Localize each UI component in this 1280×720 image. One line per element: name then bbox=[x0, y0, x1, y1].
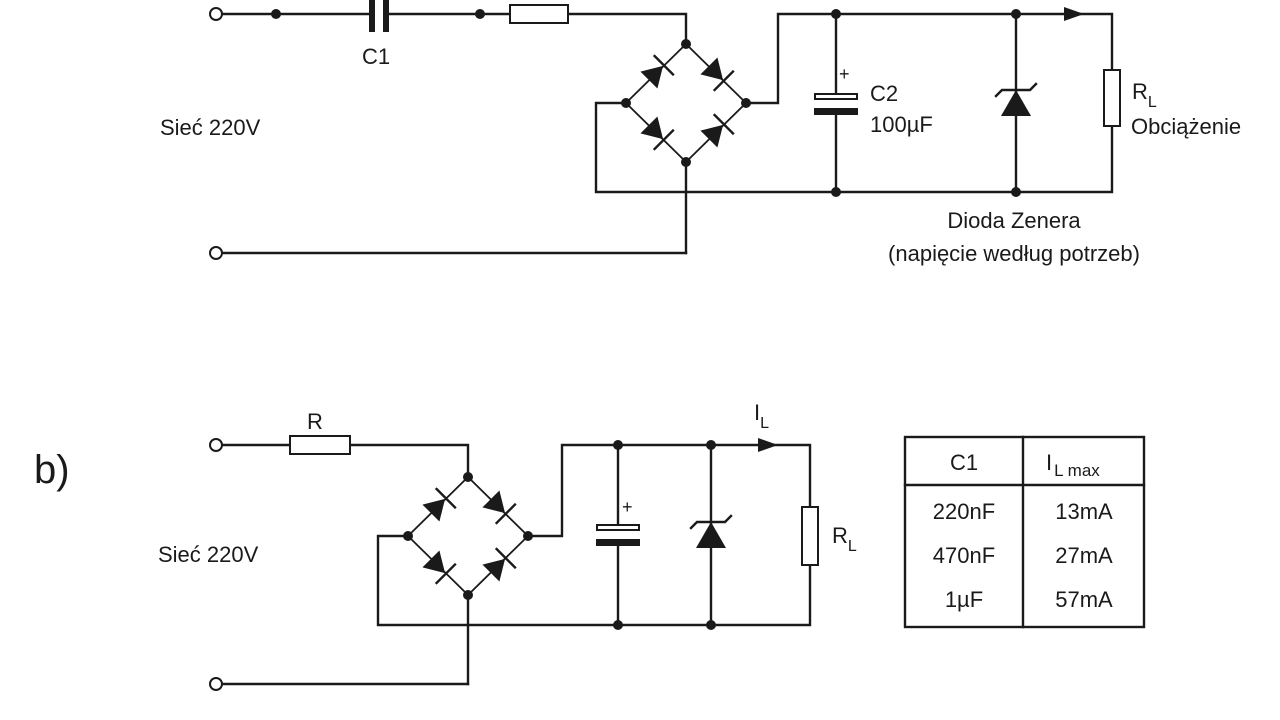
circuit-a-c2-plus: + bbox=[839, 64, 850, 84]
circuit-a-c1-capacitor bbox=[369, 0, 389, 32]
circuit-a-zener-note: (napięcie według potrzeb) bbox=[888, 241, 1140, 266]
circuit-b-resistor bbox=[289, 435, 351, 455]
circuit-a-diode-d2 bbox=[700, 57, 735, 92]
circuit-b-load-resistor bbox=[801, 506, 819, 566]
circuit-a-c2-label: C2 bbox=[870, 81, 898, 106]
table-cell-current: 27mA bbox=[1055, 543, 1113, 568]
table-cell-capacitance: 1µF bbox=[945, 587, 983, 612]
table-cell-current: 57mA bbox=[1055, 587, 1113, 612]
circuit-a-diode-d1 bbox=[640, 54, 675, 89]
circuit-a-bridge-rectifier bbox=[625, 43, 747, 163]
circuit-a-resistor bbox=[509, 4, 569, 24]
circuit-a-diode-d3 bbox=[640, 116, 675, 151]
circuit-b-cap-plus: + bbox=[622, 497, 633, 517]
circuit-b-r-label: R bbox=[307, 409, 323, 434]
circuit-b-current-arrow bbox=[758, 438, 778, 452]
circuit-b-mains-label: Sieć 220V bbox=[158, 542, 259, 567]
circuit-b-bridge-rectifier bbox=[407, 476, 529, 596]
circuit-b-zener-diode bbox=[689, 514, 733, 548]
circuit-a-load-resistor bbox=[1103, 69, 1121, 127]
table-row: 220nF 13mA bbox=[933, 499, 1113, 524]
circuit-a-junctions bbox=[271, 9, 1021, 197]
circuit-a-diode-d4 bbox=[700, 113, 735, 148]
circuit-b-mains-terminal-top bbox=[209, 438, 223, 452]
circuit-b-label: b) bbox=[34, 448, 70, 492]
circuit-b-diode-d1 bbox=[422, 487, 457, 522]
table-header-c1: C1 bbox=[950, 450, 978, 475]
circuit-b-diode-d3 bbox=[422, 550, 457, 585]
circuit-a-mains-terminal-top bbox=[209, 7, 223, 21]
table-row: 470nF 27mA bbox=[933, 543, 1113, 568]
circuit-b-il-label: IL bbox=[754, 400, 769, 432]
circuit-b-rl-label: RL bbox=[832, 523, 857, 555]
circuit-b-diode-d4 bbox=[482, 547, 517, 582]
circuit-a-c2-capacitor bbox=[814, 93, 858, 115]
circuit-a-mains-label: Sieć 220V bbox=[160, 115, 261, 140]
circuit-b-capacitor bbox=[596, 524, 640, 546]
circuit-a-load-label: Obciążenie bbox=[1131, 114, 1241, 139]
circuit-a-current-arrow bbox=[1064, 7, 1084, 21]
table-cell-capacitance: 220nF bbox=[933, 499, 995, 524]
circuit-a: C1 Sieć 220V + bbox=[160, 0, 1241, 266]
circuit-b: b) R bbox=[34, 400, 857, 691]
circuit-a-zener-label: Dioda Zenera bbox=[947, 208, 1081, 233]
circuit-a-rl-label: RL bbox=[1132, 79, 1157, 111]
circuit-b-diode-d2 bbox=[482, 490, 517, 525]
table-cell-current: 13mA bbox=[1055, 499, 1113, 524]
circuit-b-wires bbox=[220, 443, 812, 686]
table-cell-capacitance: 470nF bbox=[933, 543, 995, 568]
circuit-a-zener-diode bbox=[994, 82, 1038, 116]
circuit-a-c1-label: C1 bbox=[362, 44, 390, 69]
circuit-b-mains-terminal-bottom bbox=[209, 677, 223, 691]
circuit-a-wires bbox=[220, 12, 1114, 255]
table-row: 1µF 57mA bbox=[945, 587, 1113, 612]
circuit-a-c2-value: 100µF bbox=[870, 112, 933, 137]
circuit-a-mains-terminal-bottom bbox=[209, 246, 223, 260]
